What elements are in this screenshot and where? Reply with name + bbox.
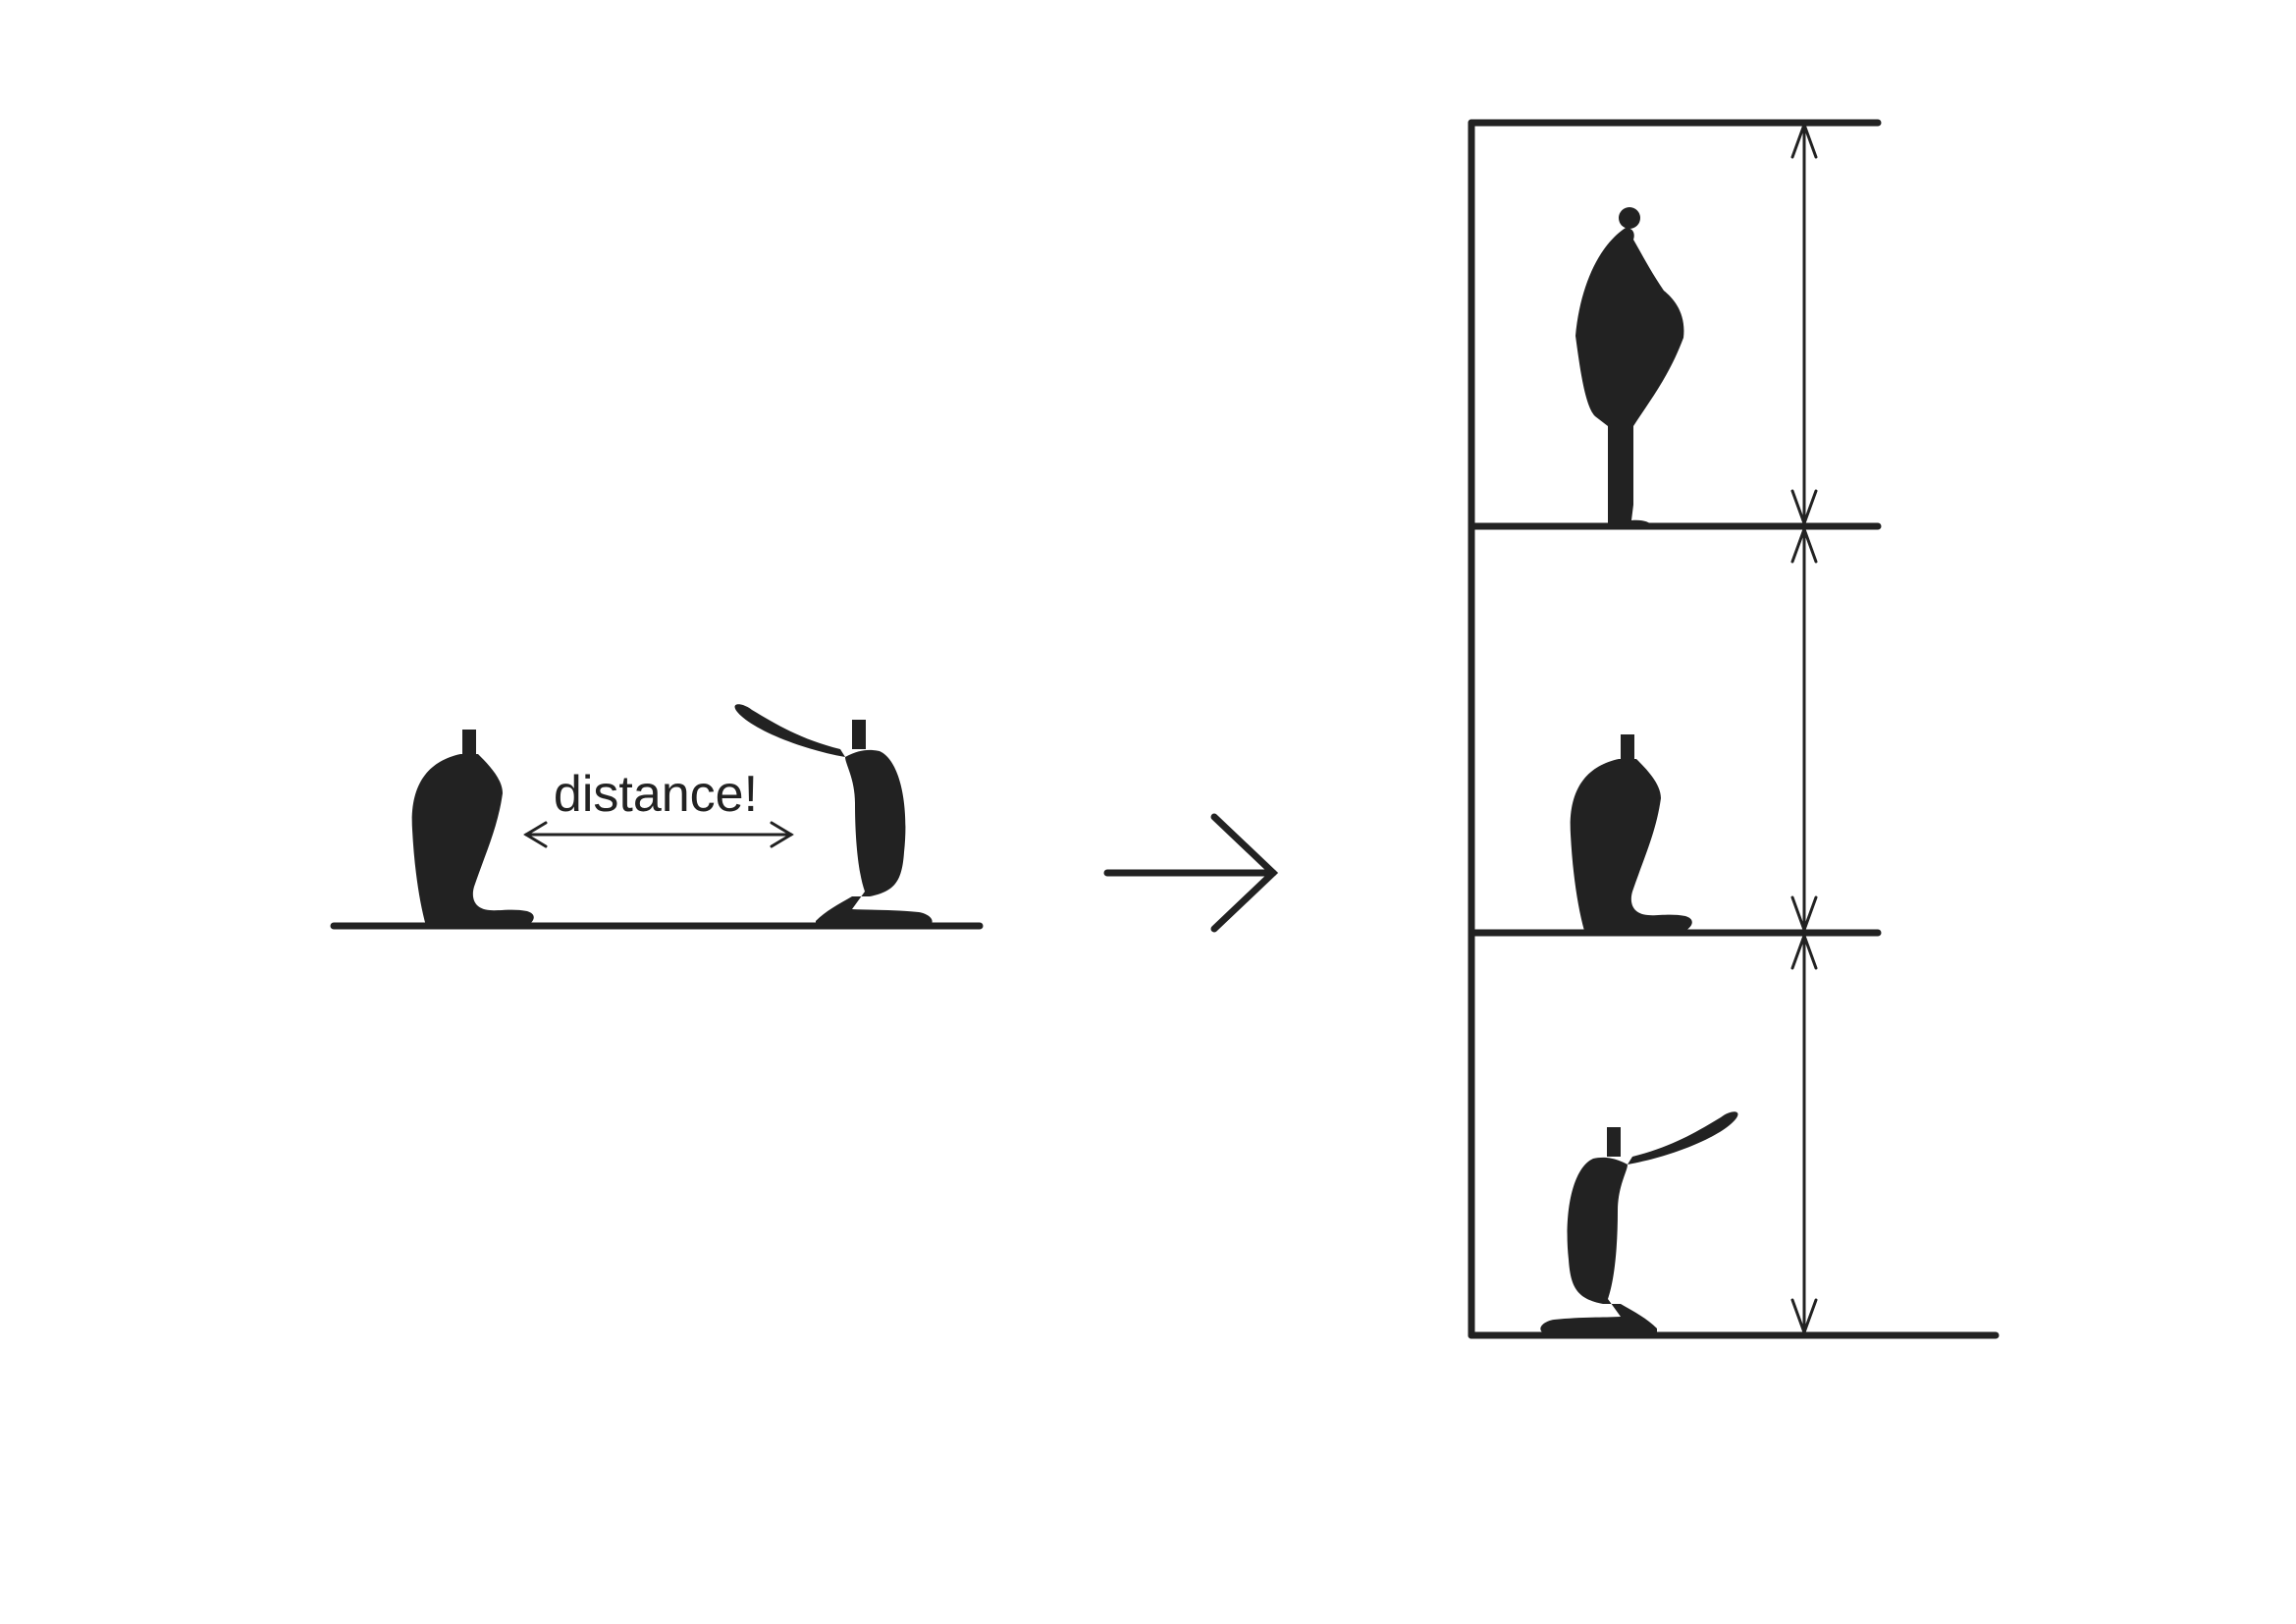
distance-label: distance! <box>554 766 758 823</box>
seated-figure-right <box>1570 734 1692 931</box>
distance-arrow <box>523 821 794 848</box>
left-scene: distance! <box>330 704 984 930</box>
transition-arrow <box>1103 813 1279 933</box>
seated-figure-left <box>411 730 534 926</box>
reaching-figure-right <box>1540 1111 1738 1333</box>
standing-figure <box>1575 207 1684 526</box>
right-scene <box>1468 119 2000 1339</box>
reaching-figure-left <box>734 704 933 926</box>
level-dimension-arrows <box>1790 120 1818 1337</box>
